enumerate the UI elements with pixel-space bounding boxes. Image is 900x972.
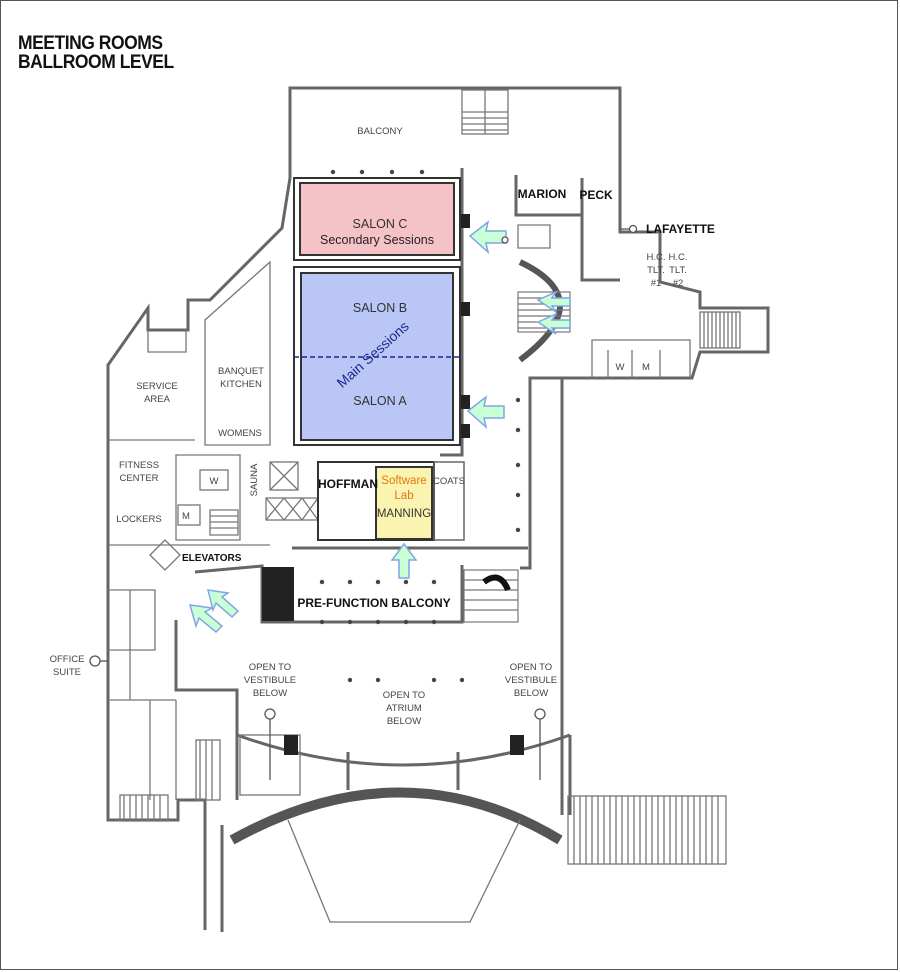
arrow-manning	[390, 542, 418, 579]
label-atrium-2: ATRIUM	[386, 703, 422, 714]
coats-room	[433, 461, 465, 541]
arrow-stair-2	[536, 312, 571, 335]
label-lockers-m: M	[182, 511, 190, 522]
manning-room	[375, 466, 433, 540]
label-womens: WOMENS	[218, 428, 262, 439]
arrow-elevators-1	[188, 604, 224, 634]
building-walls	[106, 86, 770, 932]
label-peck: PECK	[579, 188, 613, 202]
columns	[319, 169, 521, 683]
label-vestibule-right-2: VESTIBULE	[505, 675, 557, 686]
label-vestibule-left-1: OPEN TO	[249, 662, 291, 673]
label-vestibule-right-3: BELOW	[514, 688, 548, 699]
label-hc-tlt1-a: H.C.	[647, 252, 666, 263]
label-service-area-2: AREA	[144, 394, 171, 405]
label-salon-c: SALON C	[353, 217, 408, 231]
label-salon-b: SALON B	[353, 301, 407, 315]
label-hc-tlt2-a: H.C.	[669, 252, 688, 263]
label-software-lab-2: Lab	[394, 490, 413, 502]
label-hoffman: HOFFMAN	[318, 477, 378, 491]
label-hc-tlt2-b: TLT.	[669, 265, 687, 276]
label-manning: MANNING	[377, 508, 431, 520]
label-hc-tlt1-c: #1	[651, 278, 662, 289]
map-title-line-2: BALLROOM LEVEL	[18, 52, 174, 73]
label-fitness-center-1: FITNESS	[119, 460, 159, 471]
label-salon-a: SALON A	[353, 394, 407, 408]
label-office-suite-2: SUITE	[53, 667, 81, 678]
label-sauna: SAUNA	[249, 463, 260, 496]
label-software-lab-1: Software	[381, 475, 426, 487]
arrow-salon-a	[466, 395, 505, 430]
map-markers	[89, 224, 638, 780]
label-office-suite-1: OFFICE	[50, 654, 85, 665]
atrium-edge	[236, 733, 571, 767]
salon-c-room	[299, 182, 455, 256]
label-service-area-1: SERVICE	[136, 381, 178, 392]
balcony-wall	[288, 86, 622, 178]
label-vestibule-right-1: OPEN TO	[510, 662, 552, 673]
label-pre-function-balcony: PRE-FUNCTION BALCONY	[297, 596, 450, 610]
entrance-drive	[287, 819, 521, 923]
label-elevators: ELEVATORS	[182, 553, 242, 564]
room-labels: BALCONY MARION PECK LAFAYETTE SALON C Se…	[50, 126, 715, 727]
west-outer-wall	[106, 177, 292, 930]
label-restroom-m: M	[642, 362, 650, 373]
label-atrium-3: BELOW	[387, 716, 421, 727]
label-banquet-kitchen-1: BANQUET	[218, 366, 264, 377]
label-restroom-w: W	[616, 362, 625, 373]
label-vestibule-left-3: BELOW	[253, 688, 287, 699]
label-coats: COATS	[433, 476, 465, 487]
map-title-line-1: MEETING ROOMS	[18, 33, 163, 54]
label-atrium-1: OPEN TO	[383, 690, 425, 701]
arrow-elevators-2	[206, 589, 240, 619]
curved-stair	[517, 259, 571, 363]
label-hc-tlt1-b: TLT.	[647, 265, 665, 276]
label-lockers: LOCKERS	[116, 514, 161, 525]
label-lafayette: LAFAYETTE	[646, 222, 715, 236]
east-stair	[699, 311, 741, 349]
arrow-salon-c	[468, 220, 507, 255]
label-balcony: BALCONY	[357, 126, 403, 137]
entrance-canopy	[229, 787, 563, 845]
label-vestibule-left-2: VESTIBULE	[244, 675, 296, 686]
label-hc-tlt2-c: #2	[673, 278, 684, 289]
arrow-stair-1	[536, 290, 571, 313]
west-rooms	[108, 260, 319, 822]
south-east-stair	[567, 795, 727, 865]
label-fitness-center-2: CENTER	[119, 473, 158, 484]
east-outer-wall	[560, 178, 770, 815]
balcony-stair	[461, 89, 509, 135]
direction-arrows	[188, 220, 571, 634]
label-banquet-kitchen-2: KITCHEN	[220, 379, 262, 390]
label-secondary-sessions: Secondary Sessions	[320, 233, 434, 247]
restroom-block-east	[591, 339, 691, 378]
label-lockers-w: W	[210, 476, 219, 487]
pre-function-stair	[463, 569, 519, 623]
label-marion: MARION	[518, 187, 567, 201]
